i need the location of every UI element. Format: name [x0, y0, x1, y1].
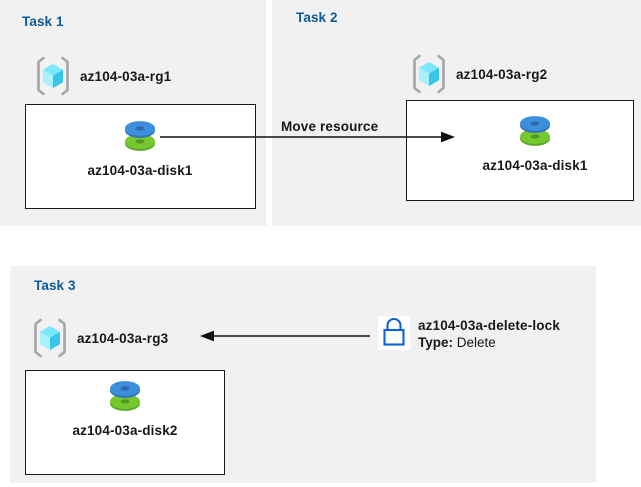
- lock-icon: [378, 316, 410, 350]
- panel-title-task-3: Task 3: [34, 278, 76, 293]
- disk-node-task-3: az104-03a-disk2: [65, 375, 185, 438]
- resource-group-node-task-3: az104-03a-rg3: [31, 318, 168, 358]
- resource-group-label-task-2: az104-03a-rg2: [456, 66, 548, 82]
- disk-node-task-2: az104-03a-disk1: [475, 110, 595, 173]
- connector-arrow-move-resource: [160, 131, 455, 143]
- panel-title-task-2: Task 2: [296, 10, 338, 25]
- connector-arrow-apply-lock: [200, 330, 370, 342]
- resource-box-task-3: [25, 370, 225, 475]
- panel-title-task-1: Task 1: [22, 14, 64, 29]
- resource-box-task-2: [406, 100, 634, 201]
- connector-label-move-resource: Move resource: [281, 119, 379, 134]
- managed-disk-icon: [520, 116, 550, 146]
- lock-type-label: Type:: [418, 335, 454, 350]
- lock-type-value-text: Delete: [456, 335, 496, 350]
- disk-label-task-2: az104-03a-disk1: [482, 158, 588, 173]
- disk-node-task-1: az104-03a-disk1: [80, 115, 200, 178]
- managed-disk-icon: [110, 381, 140, 411]
- resource-group-label-task-3: az104-03a-rg3: [77, 330, 169, 346]
- delete-lock-node: az104-03a-delete-lock Type: Delete: [378, 316, 560, 351]
- resource-group-icon: [413, 54, 445, 94]
- resource-group-node-task-2: az104-03a-rg2: [410, 54, 547, 94]
- disk-label-task-3: az104-03a-disk2: [72, 423, 178, 438]
- lock-text-block: az104-03a-delete-lock Type: Delete: [418, 316, 560, 351]
- managed-disk-icon: [125, 121, 155, 151]
- lock-name: az104-03a-delete-lock: [418, 318, 560, 333]
- disk-label-task-1: az104-03a-disk1: [87, 163, 193, 178]
- lock-type-row: Type: Delete: [418, 334, 560, 351]
- resource-group-node-task-1: az104-03a-rg1: [34, 56, 171, 96]
- resource-group-icon: [34, 318, 66, 358]
- resource-group-label-task-1: az104-03a-rg1: [80, 68, 172, 84]
- resource-group-icon: [37, 56, 69, 96]
